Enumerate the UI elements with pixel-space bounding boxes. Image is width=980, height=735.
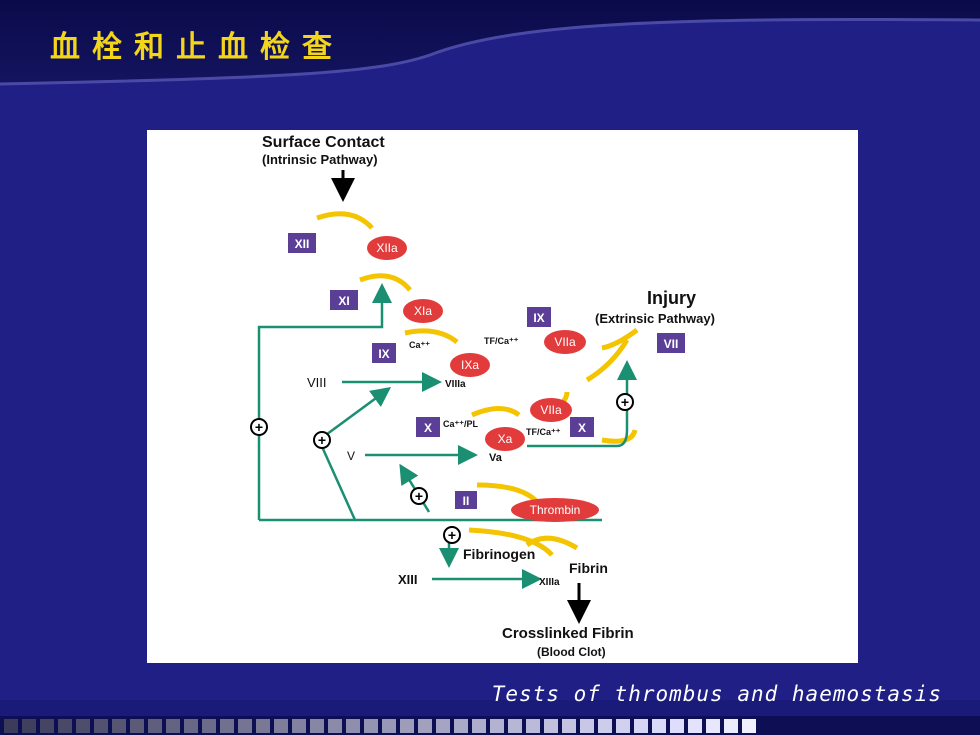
v-label: V: [347, 449, 355, 463]
factor-ix-left: IX: [378, 347, 389, 361]
surface-contact-label: Surface Contact: [262, 134, 385, 151]
footer-square: [382, 719, 396, 733]
intrinsic-pathway-label: (Intrinsic Pathway): [262, 152, 378, 167]
viiia-label: VIIIa: [445, 379, 466, 390]
slide-title: 血栓和止血检查: [50, 30, 344, 65]
tf-ca-label-1: TF/Ca⁺⁺: [484, 336, 519, 346]
footer-square: [688, 719, 702, 733]
activated-ovals: [367, 236, 599, 522]
footer-square: [562, 719, 576, 733]
footer-square: [508, 719, 522, 733]
coagulation-diagram-panel: Surface Contact (Intrinsic Pathway): [147, 130, 858, 663]
factor-viia-top: VIIa: [554, 335, 576, 349]
plus-symbol-1: +: [255, 419, 263, 435]
factor-viia-mid: VIIa: [540, 403, 562, 417]
footer-square: [220, 719, 234, 733]
footer-square: [94, 719, 108, 733]
footer-square: [598, 719, 612, 733]
footer-square: [724, 719, 738, 733]
crosslinked-fibrin-label: Crosslinked Fibrin: [502, 625, 634, 642]
footer-square: [274, 719, 288, 733]
coagulation-cascade-diagram: Surface Contact (Intrinsic Pathway): [250, 134, 715, 659]
plus-symbol-5: +: [448, 527, 456, 543]
factor-ix-right: IX: [533, 311, 544, 325]
footer-square: [454, 719, 468, 733]
footer-square: [22, 719, 36, 733]
va-label: Va: [489, 452, 503, 464]
footer-square: [652, 719, 666, 733]
footer-square: [634, 719, 648, 733]
factor-vii: VII: [664, 337, 679, 351]
footer-square: [148, 719, 162, 733]
factor-xa: Xa: [498, 432, 513, 446]
viii-label: VIII: [307, 375, 327, 390]
plus-symbol-4: +: [415, 488, 423, 504]
footer-square: [436, 719, 450, 733]
ca-label-1: Ca⁺⁺: [409, 340, 430, 350]
footer-square: [202, 719, 216, 733]
extrinsic-pathway-label: (Extrinsic Pathway): [595, 311, 715, 326]
footer-square: [706, 719, 720, 733]
footer-decorative-strip: [0, 716, 980, 735]
footer-square: [166, 719, 180, 733]
footer-square: [346, 719, 360, 733]
footer-square: [472, 719, 486, 733]
factor-ixa: IXa: [461, 358, 479, 372]
factor-xiia: XIIa: [376, 241, 398, 255]
slide-subtitle: Tests of thrombus and haemostasis: [491, 682, 942, 706]
footer-square: [580, 719, 594, 733]
thrombin-oval-label: Thrombin: [530, 503, 581, 517]
footer-square: [490, 719, 504, 733]
footer-square: [112, 719, 126, 733]
factor-boxes: [288, 233, 685, 509]
footer-square: [544, 719, 558, 733]
footer-square: [400, 719, 414, 733]
footer-square: [616, 719, 630, 733]
factor-xii: XII: [295, 237, 310, 251]
fibrin-label: Fibrin: [569, 560, 608, 576]
footer-square: [292, 719, 306, 733]
footer-square: [310, 719, 324, 733]
tf-ca-label-2: TF/Ca⁺⁺: [526, 427, 561, 437]
xiii-label: XIII: [398, 572, 418, 587]
injury-label: Injury: [647, 288, 696, 308]
factor-ii: II: [463, 494, 470, 508]
footer-square: [256, 719, 270, 733]
footer-square: [4, 719, 18, 733]
factor-x-left: X: [424, 421, 432, 435]
footer-square: [418, 719, 432, 733]
footer-square: [184, 719, 198, 733]
footer-square: [76, 719, 90, 733]
footer-square: [526, 719, 540, 733]
plus-symbol-2: +: [318, 432, 326, 448]
footer-square: [130, 719, 144, 733]
blood-clot-label: (Blood Clot): [537, 645, 606, 659]
factor-xi: XI: [338, 294, 349, 308]
footer-square: [328, 719, 342, 733]
footer-square: [40, 719, 54, 733]
footer-square: [364, 719, 378, 733]
plus-markers: + + + + +: [250, 393, 634, 544]
ca-pl-label: Ca⁺⁺/PL: [443, 419, 479, 429]
footer-square: [58, 719, 72, 733]
factor-xia: XIa: [414, 304, 432, 318]
footer-square: [670, 719, 684, 733]
footer-square: [238, 719, 252, 733]
factor-x-right: X: [578, 421, 586, 435]
footer-square: [742, 719, 756, 733]
plus-symbol-3: +: [621, 394, 629, 410]
xiiia-label: XIIIa: [539, 577, 560, 588]
fibrinogen-label: Fibrinogen: [463, 546, 535, 562]
